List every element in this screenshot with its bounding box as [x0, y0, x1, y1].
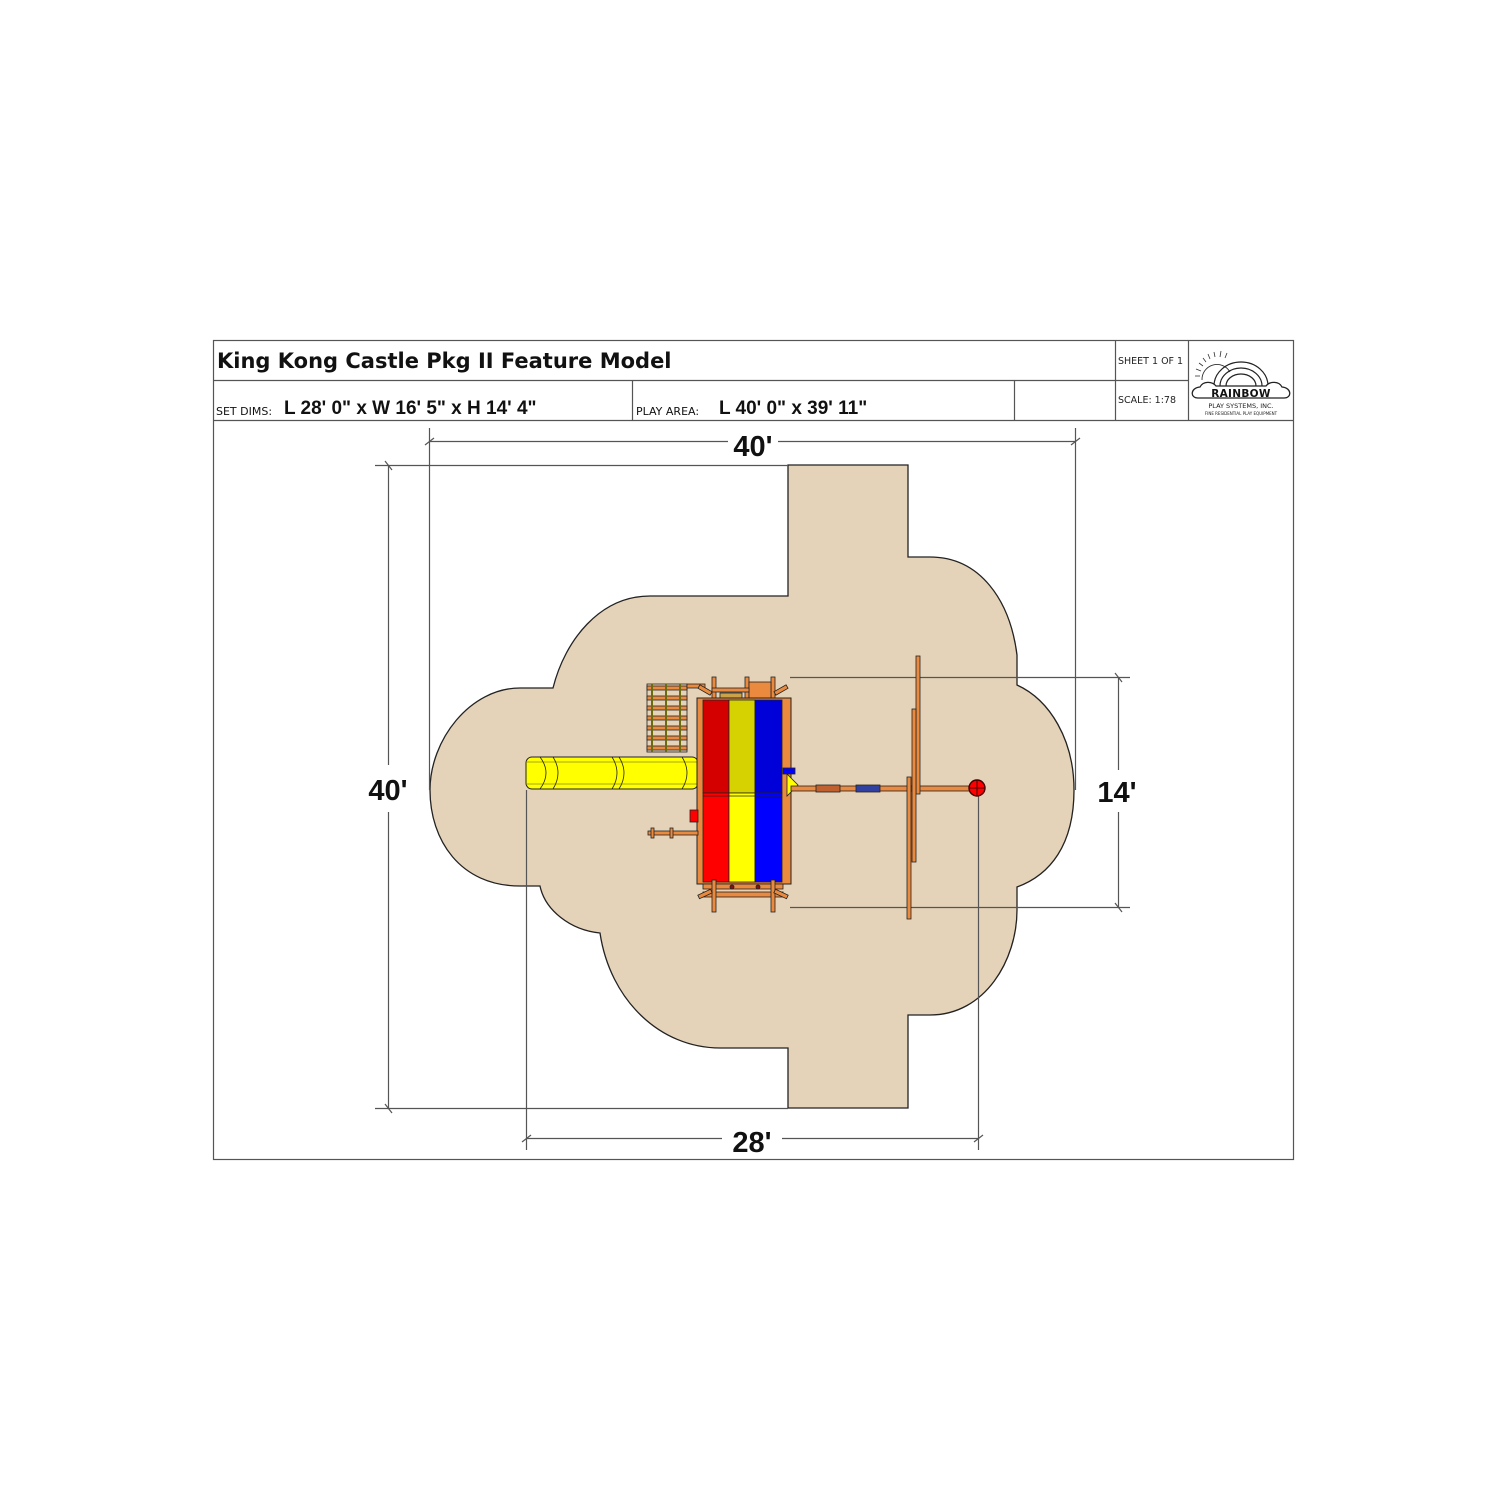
swing-a-frame — [906, 655, 921, 920]
tower-roof — [702, 699, 783, 883]
set-dims-label: SET DIMS: — [216, 405, 272, 418]
tire-swing — [968, 779, 986, 797]
tube-slide — [525, 756, 699, 790]
swing-beam — [790, 784, 978, 793]
logo-brand: RAINBOW — [1211, 388, 1271, 400]
tower-side-bar — [647, 827, 699, 839]
play-area-label: PLAY AREA: — [636, 405, 699, 418]
dim-label-right-width: 14' — [1097, 777, 1136, 809]
dim-label-left-length: 40' — [368, 775, 407, 807]
roof-stripe-red-top — [702, 699, 730, 794]
logo-line2: FINE RESIDENTIAL PLAY EQUIPMENT — [1205, 411, 1278, 416]
climbing-ladder — [646, 683, 706, 753]
sheet-number: SHEET 1 OF 1 — [1118, 356, 1183, 367]
roof-stripe-blue-bottom — [754, 792, 783, 883]
dimension-lines — [375, 428, 1130, 1150]
logo-line1: PLAY SYSTEMS, INC. — [1208, 402, 1273, 410]
playset-drawing — [525, 655, 986, 920]
scale-value: SCALE: 1:78 — [1118, 395, 1176, 406]
roof-stripe-red-bottom — [702, 792, 730, 883]
tower-bottom-deck — [697, 879, 789, 913]
roof-stripe-yellow-top — [728, 699, 756, 794]
tower-top-rail — [697, 676, 789, 703]
roof-stripe-yellow-bottom — [728, 792, 756, 883]
dim-label-bottom-length: 28' — [732, 1127, 771, 1159]
title-block: King Kong Castle Pkg II Feature Model SE… — [213, 340, 1294, 422]
play-area-value: L 40' 0" x 39' 11" — [719, 398, 867, 419]
drawing-title: King Kong Castle Pkg II Feature Model — [217, 349, 672, 373]
roof-stripe-blue-top — [754, 699, 783, 794]
set-dims-value: L 28' 0" x W 16' 5" x H 14' 4" — [284, 398, 537, 419]
dim-label-top-width: 40' — [733, 431, 772, 463]
rainbow-sun-cloud-logo-icon: RAINBOW PLAY SYSTEMS, INC. FINE RESIDENT… — [1191, 350, 1291, 416]
